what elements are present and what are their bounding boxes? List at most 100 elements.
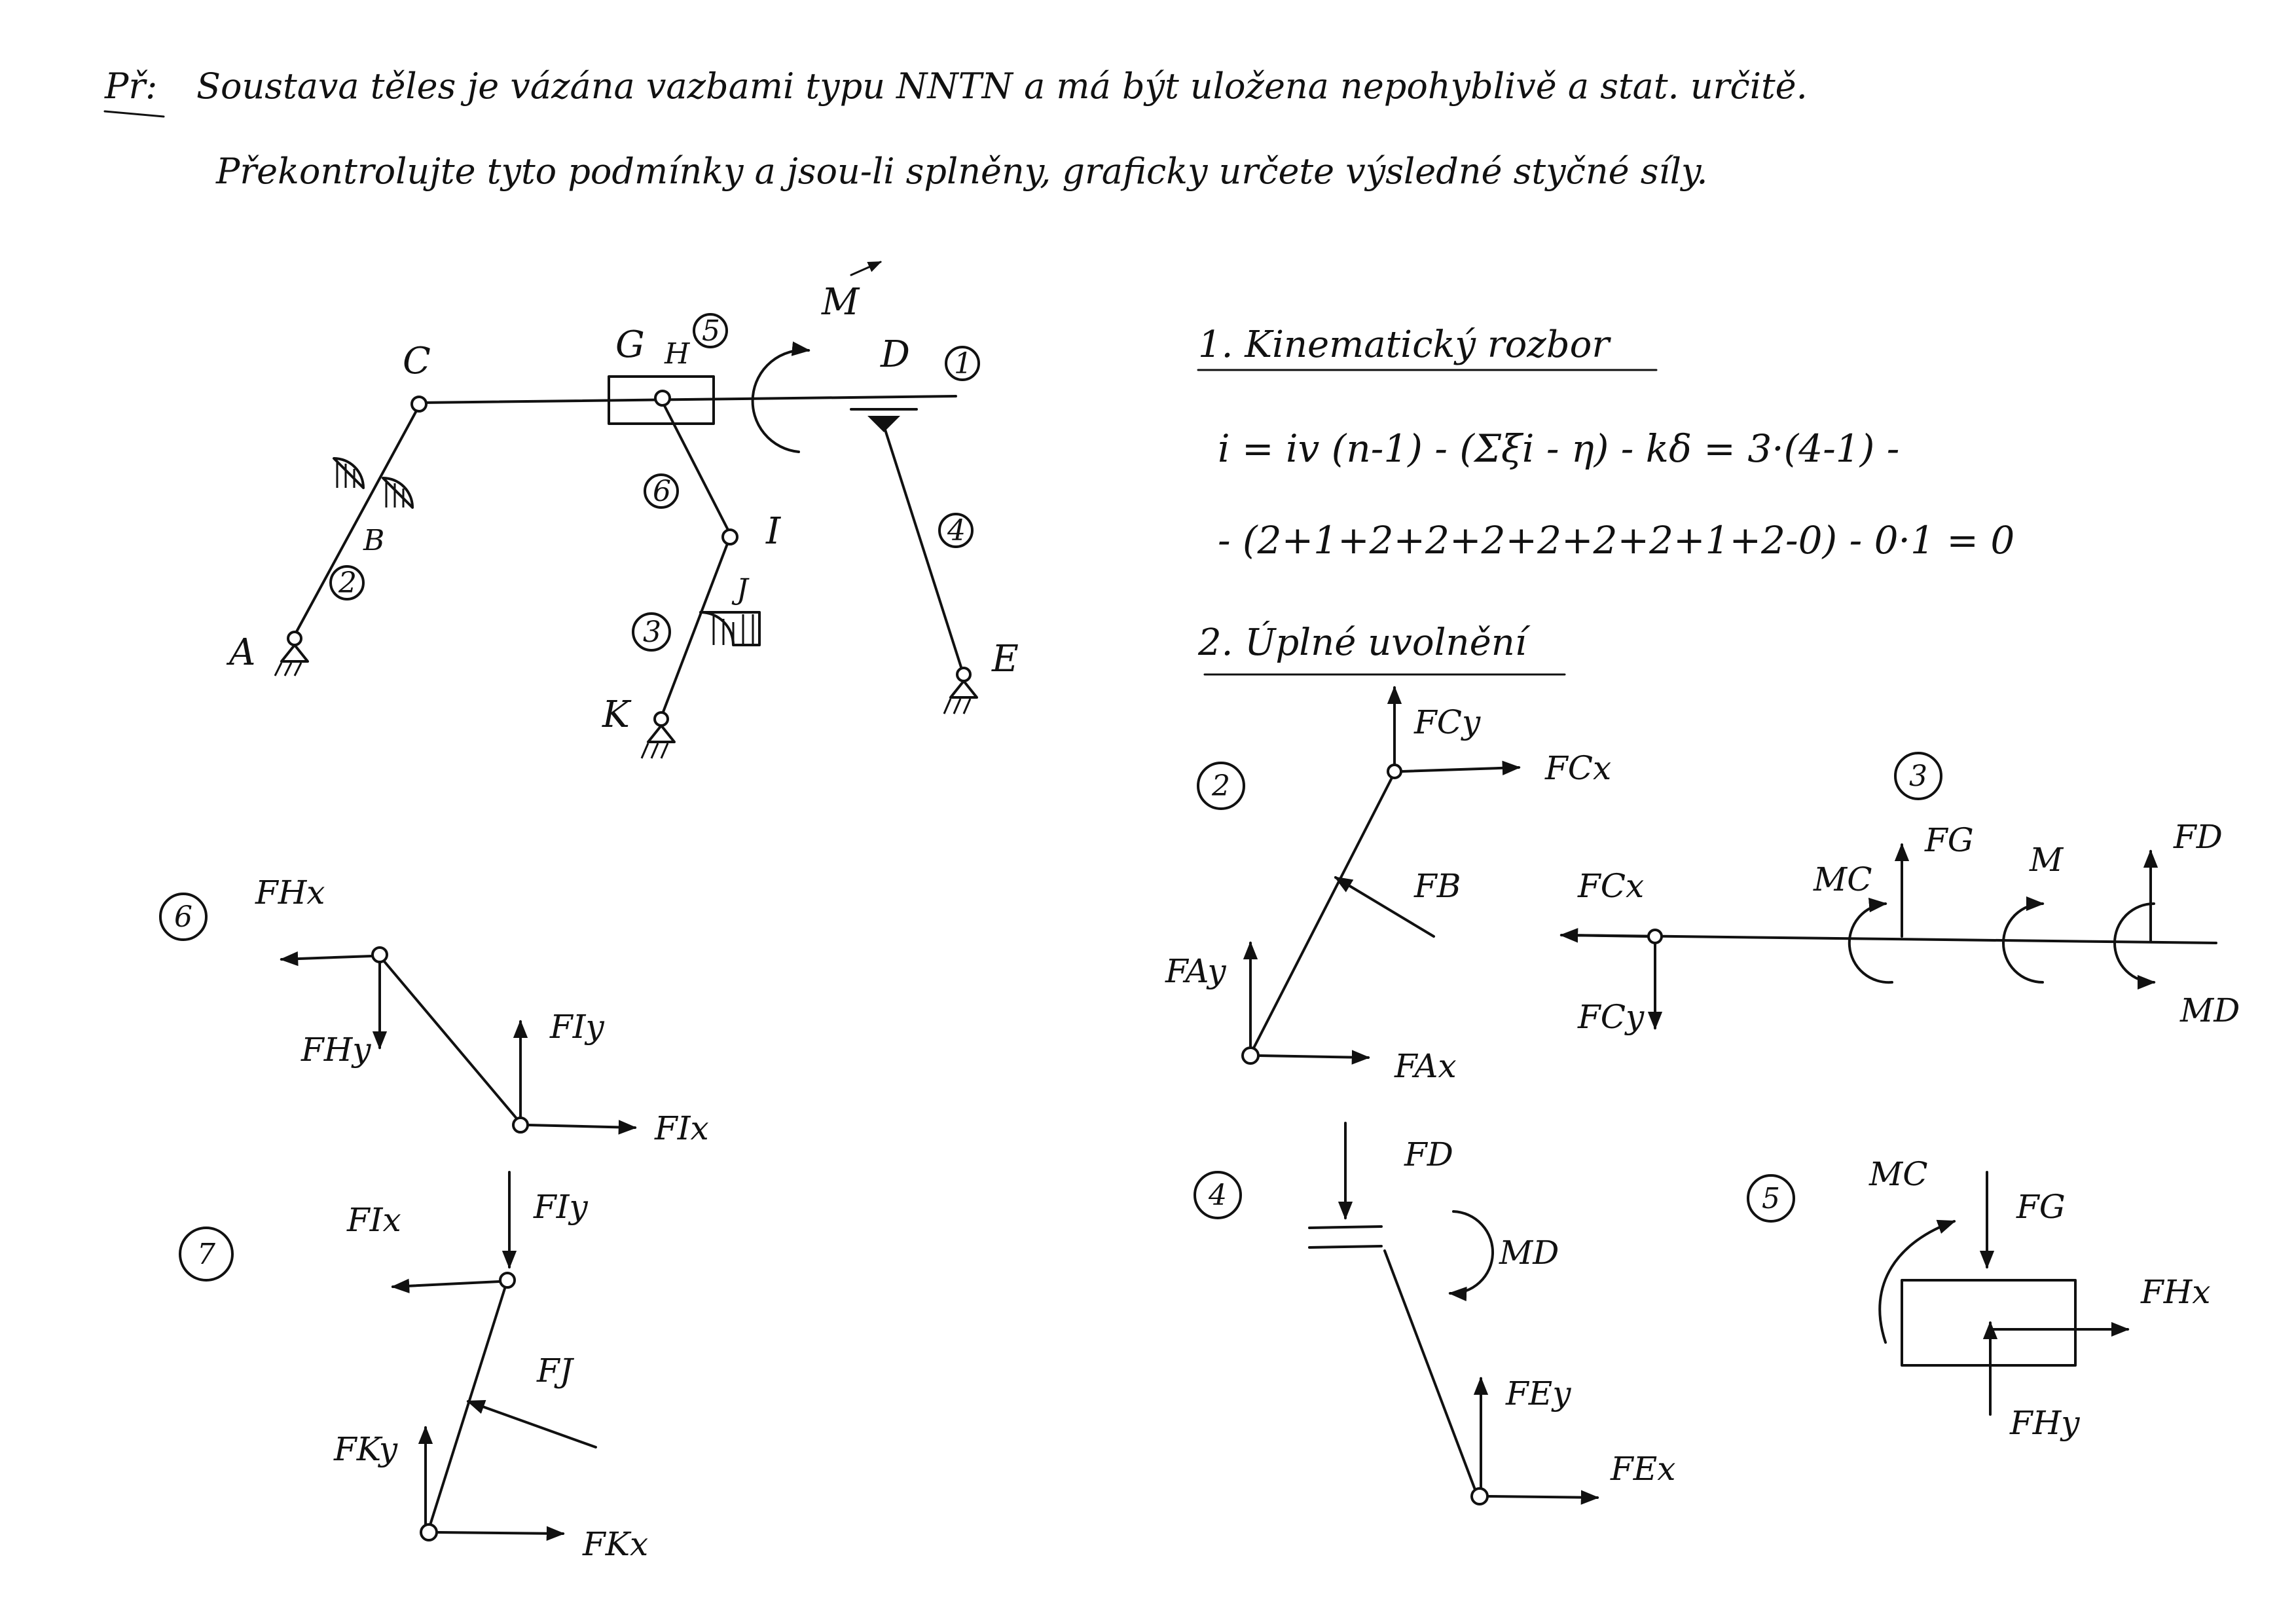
point-label-A: A — [226, 631, 255, 674]
label-underline — [103, 110, 165, 118]
fbd3-MD-arc — [2113, 902, 2156, 990]
fbd6-FIy-label: FIy — [549, 1008, 604, 1046]
fbd3-MD-label: MD — [2179, 991, 2240, 1029]
applied-moment-arc — [751, 341, 811, 453]
fbd2-FAx-label: FAx — [1394, 1047, 1457, 1085]
statement-line-1: Soustava těles je vázána vazbami typu NN… — [196, 65, 1808, 107]
svg-text:2: 2 — [338, 566, 357, 600]
fbd5-number: 5 — [1762, 1182, 1780, 1215]
dof-equation-line-1: i = iv (n-1) - (Σξi - η) - kδ = 3·(4-1) … — [1218, 426, 1899, 471]
fbd7-number-circle — [179, 1227, 234, 1282]
fbd3-number-circle — [1894, 752, 1942, 800]
member-7-bar — [660, 536, 731, 718]
fbd-body-7: 7 FIx FIy FJ FKy FKx — [179, 1171, 648, 1563]
fbd4-bar — [1383, 1249, 1478, 1494]
fbd4-MD-label: MD — [1499, 1234, 1559, 1272]
fbd4-FEx-arrow — [1487, 1490, 1599, 1505]
fbd2-FAx-arrow — [1257, 1050, 1370, 1065]
fbd5-FHy-label: FHy — [2009, 1404, 2080, 1442]
clamp-wedge — [867, 416, 900, 432]
body-number-1: 1 — [945, 346, 980, 381]
fbd7-FIx-arrow — [391, 1278, 501, 1293]
fbd3-FCx-arrow — [1559, 928, 1649, 943]
svg-text:4: 4 — [947, 514, 966, 547]
member-2-bar — [293, 405, 420, 637]
fbd4-FEx-label: FEx — [1610, 1450, 1675, 1488]
fbd6-FIx-arrow — [527, 1120, 637, 1135]
point-label-I: I — [765, 510, 782, 553]
fbd2-FAy-label: FAy — [1165, 952, 1226, 990]
svg-text:5: 5 — [702, 314, 720, 348]
fbd-body-4: 4 FD MD FEy FEx — [1194, 1122, 1675, 1505]
fbd5-sleeve — [1901, 1279, 2077, 1367]
moment-label: M — [821, 281, 860, 323]
fbd6-number-circle — [159, 893, 208, 941]
fbd3-FG-label: FG — [1924, 821, 1974, 859]
fbd2-FB-label: FB — [1413, 867, 1461, 905]
fbd2-number: 2 — [1211, 769, 1230, 803]
support-A — [274, 631, 309, 676]
fbd2-bar — [1249, 771, 1396, 1056]
fbd3-FCx-label: FCx — [1577, 867, 1644, 905]
fbd5-MC-label: MC — [1868, 1155, 1927, 1193]
fbd2-FCx-label: FCx — [1544, 749, 1611, 787]
fbd-body-6: 6 FHx FHy FIy FIx — [159, 874, 709, 1147]
fbd4-plate-bottom — [1308, 1245, 1383, 1249]
fbd3-MC-label: MC — [1813, 860, 1872, 898]
point-label-D: D — [880, 333, 910, 376]
fbd-body-5: 5 MC FG FHx FHy — [1747, 1155, 2211, 1442]
fbd7-FIx-label: FIx — [346, 1201, 401, 1239]
release-section: 2. Úplné uvolnění — [1197, 620, 1566, 676]
body-number-5: 5 — [693, 313, 728, 348]
kinematics-title: 1. Kinematický rozbor — [1198, 323, 1611, 366]
member-4-bar — [883, 424, 964, 673]
pin-C — [410, 396, 428, 413]
svg-text:1: 1 — [954, 347, 972, 380]
fbd5-MC-arc — [1878, 1219, 1956, 1344]
contact-J — [699, 611, 761, 646]
body-number-3: 3 — [632, 612, 671, 652]
point-label-E: E — [991, 638, 1019, 680]
fbd3-MC-arc — [1848, 897, 1893, 984]
fbd7-number: 7 — [197, 1238, 215, 1271]
member-3-beam — [418, 395, 957, 404]
svg-text:6: 6 — [653, 475, 671, 508]
fbd2-number-circle — [1197, 762, 1245, 810]
fbd6-bar — [378, 955, 522, 1124]
moment-vector-mark — [850, 261, 882, 276]
fbd6-FHx-label: FHx — [255, 874, 325, 912]
sleeve-5 — [608, 375, 715, 425]
fbd2-FCx-arrow — [1401, 760, 1521, 776]
fbd7-FKy-label: FKy — [333, 1430, 398, 1468]
pin-I — [721, 528, 738, 545]
svg-text:3: 3 — [643, 616, 661, 649]
fbd-body-3: 3 FCx FCy MC FG M FD MD — [1559, 752, 2240, 1036]
point-label-H: H — [664, 337, 691, 371]
fbd2-FCy-label: FCy — [1413, 703, 1481, 741]
mechanism-diagram: M — [226, 261, 1019, 759]
fbd6-number: 6 — [174, 900, 192, 934]
support-E — [943, 667, 978, 714]
fbd7-FIy-label: FIy — [533, 1188, 588, 1226]
dof-equation-line-2: - (2+1+2+2+2+2+2+2+1+2-0) - 0·1 = 0 — [1218, 518, 2014, 563]
point-label-G: G — [615, 323, 645, 366]
kinematic-analysis: 1. Kinematický rozbor i = iv (n-1) - (Σξ… — [1197, 323, 2014, 563]
fbd4-number-circle — [1194, 1171, 1242, 1219]
point-label-J: J — [731, 573, 750, 606]
fbd5-FHx-label: FHx — [2140, 1273, 2211, 1311]
fbd5-FG-label: FG — [2016, 1188, 2066, 1226]
fbd7-bar — [428, 1279, 509, 1530]
problem-statement: Př: Soustava těles je vázána vazbami typ… — [103, 65, 1808, 192]
fbd4-plate-top — [1308, 1225, 1383, 1229]
fbd3-number: 3 — [1909, 760, 1927, 793]
fbd6-FHy-label: FHy — [301, 1031, 371, 1069]
fbd-body-2: 2 FCy FCx FB FAy FAx — [1165, 686, 1611, 1085]
fbd7-FKx-label: FKx — [582, 1525, 648, 1563]
release-title: 2. Úplné uvolnění — [1197, 620, 1531, 664]
point-label-K: K — [602, 693, 632, 736]
fbd3-M-label: M — [2029, 841, 2064, 879]
body-number-2: 2 — [329, 565, 365, 600]
problem-label: Př: — [104, 65, 157, 107]
body-number-4: 4 — [938, 513, 974, 548]
